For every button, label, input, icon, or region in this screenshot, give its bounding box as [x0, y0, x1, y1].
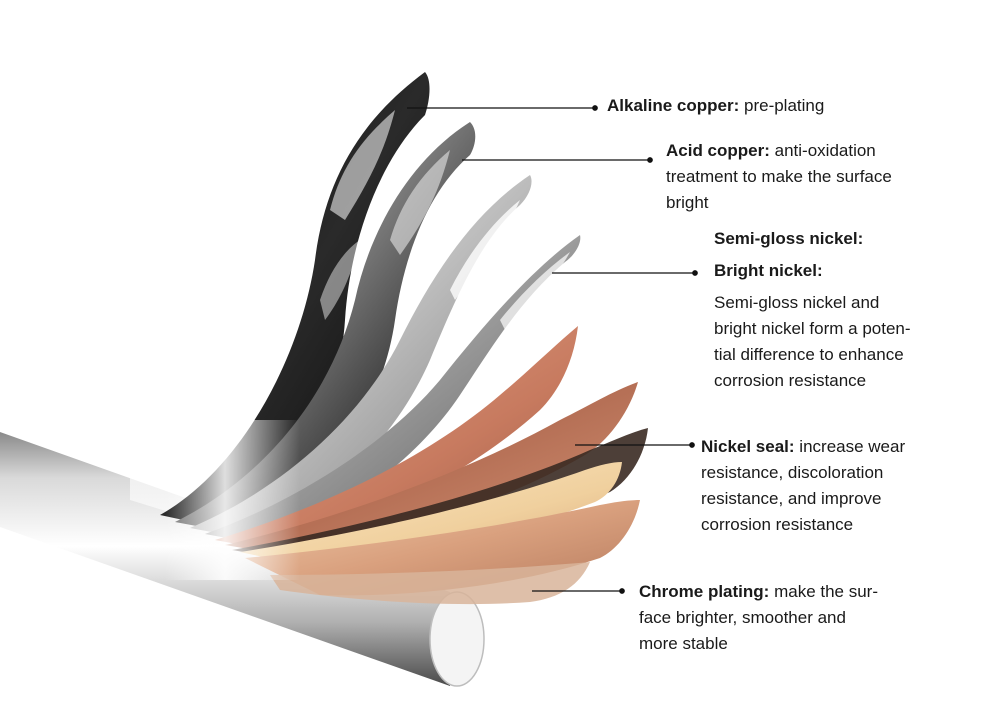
label-nickel-line-4: corrosion resistance — [714, 368, 911, 394]
label-semi-gloss-nickel-title: Semi-gloss nickel: — [714, 229, 863, 248]
leader-dot-acid-copper — [648, 158, 652, 162]
label-acid-copper-line-3: bright — [666, 190, 892, 216]
label-nickel-seal-title: Nickel seal: — [701, 437, 795, 456]
label-alkaline-copper-line-1: pre-plating — [744, 96, 824, 115]
leader-dot-chrome-plating — [620, 589, 624, 593]
label-nickel-line-3: tial difference to enhance — [714, 342, 911, 368]
label-nickel-line-1: Semi-gloss nickel and — [714, 290, 911, 316]
label-nickel-seal-line-2: resistance, discoloration — [701, 460, 905, 486]
leader-dot-alkaline-copper — [593, 106, 597, 110]
label-acid-copper-title: Acid copper: — [666, 141, 770, 160]
label-chrome-plating-title: Chrome plating: — [639, 582, 769, 601]
leader-dot-nickel-seal — [690, 443, 694, 447]
label-nickel-seal-line-4: corrosion resistance — [701, 512, 905, 538]
label-nickel-seal-line-3: resistance, and improve — [701, 486, 905, 512]
label-acid-copper-line-2: treatment to make the surface — [666, 164, 892, 190]
label-alkaline-copper: Alkaline copper: pre-plating — [607, 93, 824, 119]
label-nickel: Semi-gloss nickel: Bright nickel: Semi-g… — [714, 226, 911, 394]
label-nickel-line-2: bright nickel form a poten- — [714, 316, 911, 342]
label-acid-copper-line-1: anti-oxidation — [775, 141, 876, 160]
label-nickel-seal-line-1: increase wear — [799, 437, 905, 456]
label-chrome-plating: Chrome plating: make the sur- face brigh… — [639, 579, 878, 657]
label-nickel-seal: Nickel seal: increase wear resistance, d… — [701, 434, 905, 538]
label-alkaline-copper-title: Alkaline copper: — [607, 96, 739, 115]
label-chrome-plating-line-1: make the sur- — [774, 582, 878, 601]
label-acid-copper: Acid copper: anti-oxidation treatment to… — [666, 138, 892, 216]
label-chrome-plating-line-2: face brighter, smoother and — [639, 605, 878, 631]
rod-fade-overlay — [0, 420, 300, 580]
leader-dot-bright-nickel — [693, 271, 697, 275]
label-bright-nickel-title: Bright nickel: — [714, 261, 823, 280]
label-chrome-plating-line-3: more stable — [639, 631, 878, 657]
